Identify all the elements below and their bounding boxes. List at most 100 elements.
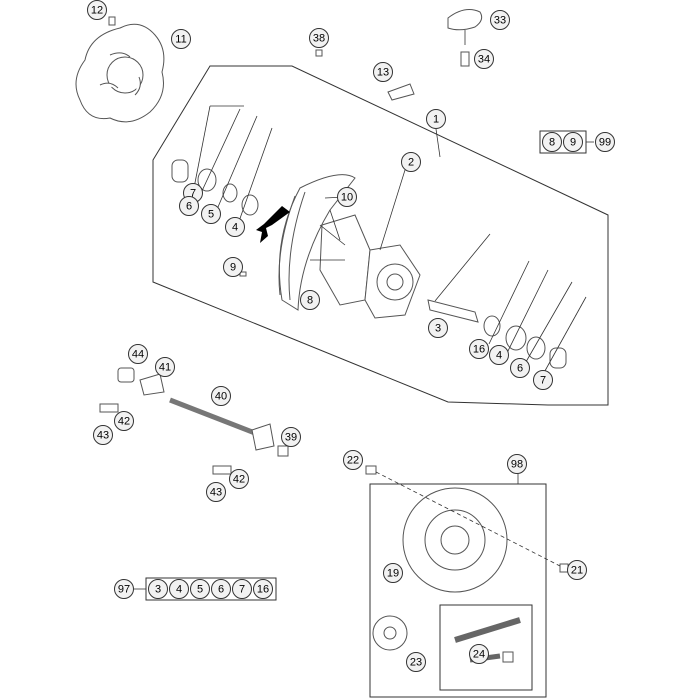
callout-c12-label: 12 bbox=[91, 5, 103, 17]
group-97-item-2-circle bbox=[190, 579, 210, 599]
callout-c42a-label: 42 bbox=[118, 416, 130, 428]
group-99-item-1-circle bbox=[563, 132, 583, 152]
group-97-item-3-circle bbox=[211, 579, 231, 599]
callout-c34-label: 34 bbox=[478, 54, 490, 66]
callout-c4b-label: 4 bbox=[496, 350, 502, 362]
callout-c43b-circle bbox=[206, 482, 226, 502]
callout-c33-label: 33 bbox=[494, 15, 506, 27]
wheel-assembly-frame bbox=[152, 65, 609, 406]
callout-c5a: 5 bbox=[201, 204, 221, 224]
callout-c16-label: 16 bbox=[473, 344, 485, 356]
callout-c40: 40 bbox=[211, 386, 231, 406]
callout-c13-circle bbox=[373, 62, 393, 82]
group-99-item-1: 9 bbox=[563, 132, 583, 152]
callout-c7b-label: 7 bbox=[540, 375, 546, 387]
callout-c2-label: 2 bbox=[408, 157, 414, 169]
callout-c40-label: 40 bbox=[215, 391, 227, 403]
callout-c23-label: 23 bbox=[410, 657, 422, 669]
callout-c4a-circle bbox=[225, 217, 245, 237]
callout-c99: 99 bbox=[595, 132, 615, 152]
group-97-item-2-label: 5 bbox=[197, 584, 203, 596]
callout-c43a-circle bbox=[93, 425, 113, 445]
callout-c39-label: 39 bbox=[285, 432, 297, 444]
callout-c13-label: 13 bbox=[377, 67, 389, 79]
callout-c7b-circle bbox=[533, 370, 553, 390]
callout-c11: 11 bbox=[171, 29, 191, 49]
callout-c33-circle bbox=[490, 10, 510, 30]
callout-c8-circle bbox=[300, 290, 320, 310]
callout-c22: 22 bbox=[343, 450, 363, 470]
group-99-item-0: 8 bbox=[542, 132, 562, 152]
callout-c11-label: 11 bbox=[175, 34, 186, 46]
callout-c98: 98 bbox=[507, 454, 527, 474]
callout-c21-label: 21 bbox=[571, 565, 583, 577]
axle-assembly bbox=[99, 367, 289, 475]
callout-c3-label: 3 bbox=[435, 323, 441, 335]
callout-c99-label: 99 bbox=[599, 137, 611, 149]
callout-c38-label: 38 bbox=[313, 33, 325, 45]
callout-c24-label: 24 bbox=[473, 649, 485, 661]
group-97-item-3: 6 bbox=[211, 579, 231, 599]
group-97-item-1: 4 bbox=[169, 579, 189, 599]
callout-c42b-circle bbox=[229, 469, 249, 489]
callout-c41-label: 41 bbox=[159, 362, 171, 374]
callout-c97-circle bbox=[114, 579, 134, 599]
group-97-item-5: 16 bbox=[253, 579, 273, 599]
group-97-item-0: 3 bbox=[148, 579, 168, 599]
callout-c1-label: 1 bbox=[433, 114, 439, 126]
group-97-item-4: 7 bbox=[232, 579, 252, 599]
callout-c21-circle bbox=[567, 560, 587, 580]
callout-c6a-label: 6 bbox=[186, 201, 192, 213]
callout-c19-circle bbox=[383, 563, 403, 583]
callout-c4a-label: 4 bbox=[232, 222, 238, 234]
callout-c44-circle bbox=[128, 344, 148, 364]
front-sprocket bbox=[372, 615, 408, 651]
group-97-item-2: 5 bbox=[190, 579, 210, 599]
callout-c38-circle bbox=[309, 28, 329, 48]
wheel-hub bbox=[310, 209, 421, 319]
callout-c22-circle bbox=[343, 450, 363, 470]
callout-c3-circle bbox=[428, 318, 448, 338]
callout-c4b: 4 bbox=[489, 345, 509, 365]
callout-c10-label: 10 bbox=[341, 192, 353, 204]
callout-c13: 13 bbox=[373, 62, 393, 82]
callout-c42a-circle bbox=[114, 411, 134, 431]
chain-link bbox=[502, 651, 514, 663]
rotation-direction-arrow bbox=[256, 206, 290, 243]
sprocket-nut bbox=[559, 563, 569, 573]
callout-c3: 3 bbox=[428, 318, 448, 338]
callout-c44-label: 44 bbox=[132, 349, 144, 361]
callout-c6b: 6 bbox=[510, 358, 530, 378]
sprocket-bolt bbox=[365, 465, 377, 475]
group-97-item-1-circle bbox=[169, 579, 189, 599]
callout-c19-label: 19 bbox=[387, 568, 399, 580]
callout-c99-circle bbox=[595, 132, 615, 152]
callout-c42b: 42 bbox=[229, 469, 249, 489]
callout-c2-circle bbox=[401, 152, 421, 172]
callout-c16: 16 bbox=[469, 339, 489, 359]
callout-c12: 12 bbox=[87, 0, 107, 20]
callout-c6b-label: 6 bbox=[517, 363, 523, 375]
callout-c97: 97 bbox=[114, 579, 134, 599]
callout-c98-label: 98 bbox=[511, 459, 523, 471]
callout-c33: 33 bbox=[490, 10, 510, 30]
callout-c24: 24 bbox=[469, 644, 489, 664]
callout-c5a-label: 5 bbox=[208, 209, 214, 221]
callout-c39-circle bbox=[281, 427, 301, 447]
group-97-item-4-circle bbox=[232, 579, 252, 599]
callout-c12-circle bbox=[87, 0, 107, 20]
callout-c10-circle bbox=[337, 187, 357, 207]
callout-c9-label: 9 bbox=[230, 262, 236, 274]
group-97-item-0-circle bbox=[148, 579, 168, 599]
callout-c1: 1 bbox=[426, 109, 446, 129]
callout-c2: 2 bbox=[401, 152, 421, 172]
callout-c11-circle bbox=[171, 29, 191, 49]
tire-valve bbox=[447, 9, 483, 67]
callout-c39: 39 bbox=[281, 427, 301, 447]
callout-c38: 38 bbox=[309, 28, 329, 48]
callout-c7a-label: 7 bbox=[190, 188, 196, 200]
callout-c41: 41 bbox=[155, 357, 175, 377]
group-99-item-0-circle bbox=[542, 132, 562, 152]
callout-c9-circle bbox=[223, 257, 243, 277]
